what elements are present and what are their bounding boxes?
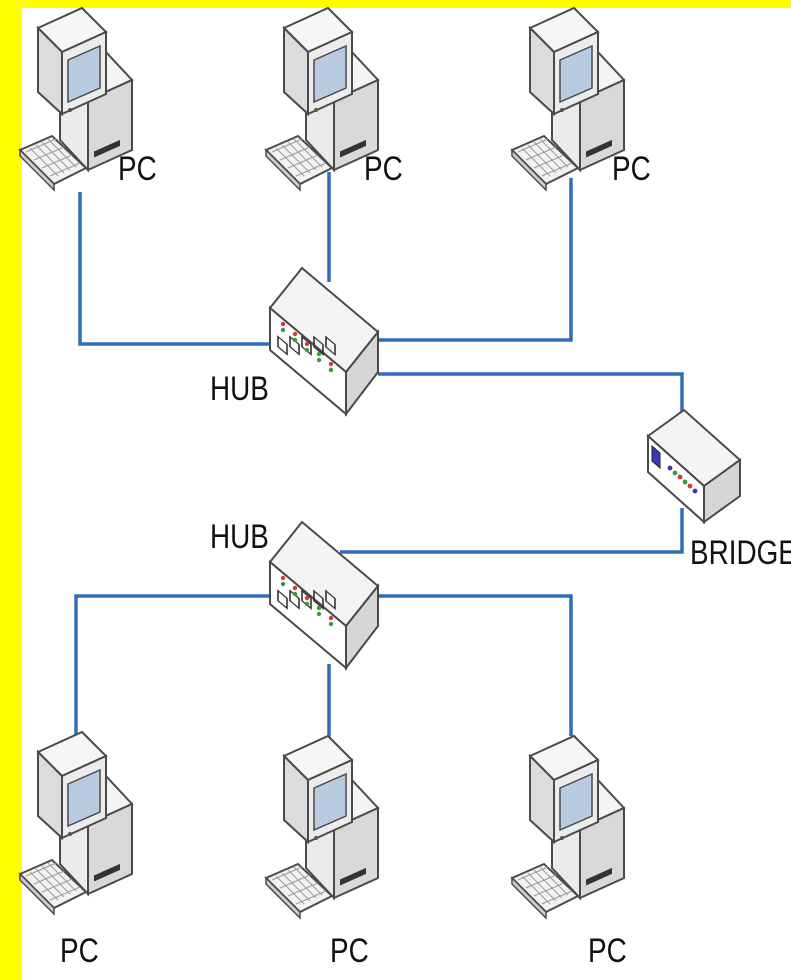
bridge-icon: [648, 410, 740, 522]
computer-icon: [512, 8, 624, 190]
link-hub-top-bridge: [378, 374, 682, 426]
hub-label-top: HUB: [210, 372, 269, 406]
pc-label-top-left: PC: [118, 152, 157, 186]
computer-icon: [20, 8, 132, 190]
pc-label-bottom-left: PC: [60, 934, 99, 968]
pc-label-top-right: PC: [612, 152, 651, 186]
pc-label-bottom-mid: PC: [330, 934, 369, 968]
computer-icon: [266, 8, 378, 190]
bridge-label: BRIDGE: [690, 536, 791, 570]
link-hub-bottom-pc-right: [378, 596, 571, 736]
link-bridge-hub-bottom: [340, 508, 682, 552]
hub-icon: [270, 522, 378, 668]
hub-label-bottom: HUB: [210, 520, 269, 554]
pc-label-top-mid: PC: [364, 152, 403, 186]
network-links: [76, 172, 682, 744]
frame-top: [0, 0, 791, 8]
hub-icon: [270, 268, 378, 414]
computer-icon: [266, 736, 378, 918]
link-pc-top-right-hub: [378, 178, 571, 340]
link-pc-top-left-hub: [80, 192, 280, 344]
computer-icon: [512, 736, 624, 918]
link-hub-bottom-pc-left: [76, 596, 276, 736]
computer-icon: [20, 732, 132, 914]
pc-label-bottom-right: PC: [588, 934, 627, 968]
frame-left: [0, 0, 22, 980]
